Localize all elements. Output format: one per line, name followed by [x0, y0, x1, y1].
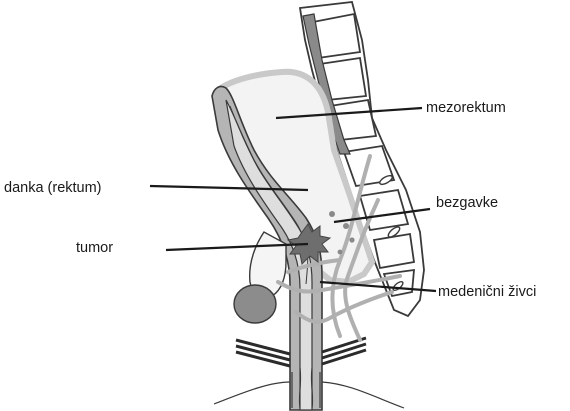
label-medenicni-zivci: medenični živci — [438, 284, 536, 300]
label-danka-rektum: danka (rektum) — [4, 180, 102, 196]
prostate — [234, 285, 276, 323]
label-mezorektum: mezorektum — [426, 100, 506, 116]
label-tumor: tumor — [76, 240, 113, 256]
label-bezgavke: bezgavke — [436, 195, 498, 211]
